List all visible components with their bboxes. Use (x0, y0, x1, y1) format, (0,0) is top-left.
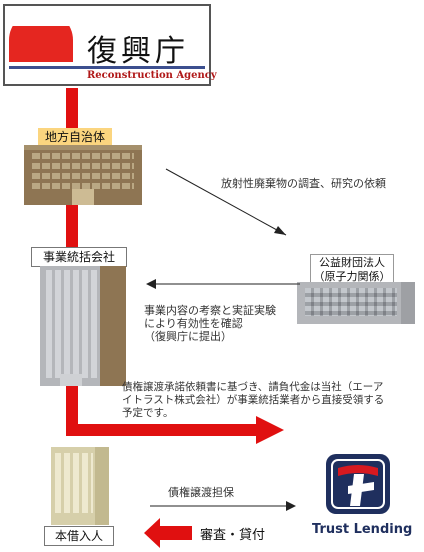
trust-lending-name: Trust Lending (312, 522, 413, 537)
survey-request-text: 放射性廃棄物の調査、研究の依頼 (221, 177, 386, 190)
local-gov-building (24, 145, 142, 205)
trust-lending-mark-icon (326, 454, 390, 514)
borrower-label: 本借入人 (44, 526, 114, 546)
loan-arrow (144, 518, 192, 548)
report-arrow (146, 279, 300, 289)
assignment-line3: 予定です。 (122, 407, 174, 419)
collateral-text: 債権譲渡担保 (168, 486, 234, 499)
agency-name-jp: 復興庁 (87, 34, 189, 69)
verification-line3: （復興庁に提出） (144, 330, 232, 343)
verification-line2: により有効性を確認 (144, 317, 243, 330)
logo-rule (9, 66, 205, 69)
foundation-label-line1: 公益財団法人 (319, 256, 385, 269)
verification-line1: 事業内容の考察と実証実験 (144, 304, 276, 317)
agency-name-en: Reconstruction Agency (87, 70, 217, 81)
flow-line-horizontal (66, 424, 262, 436)
main-contractor-building (40, 266, 126, 386)
sun-logo-icon (9, 26, 73, 62)
foundation-building (297, 282, 415, 324)
flow-arrow-head (256, 416, 284, 444)
assignment-line2: イトラスト株式会社）が事業統括業者から直接受領する (122, 394, 385, 406)
assignment-line1: 債権譲渡承諾依頼書に基づき、請負代金は当社（エーア (122, 381, 384, 393)
collateral-arrow (150, 501, 296, 511)
borrower-building (51, 447, 109, 525)
trust-lending-logo: Trust Lending (312, 452, 412, 544)
reconstruction-agency-logo: 復興庁 Reconstruction Agency (3, 4, 217, 86)
foundation-label: 公益財団法人 （原子力関係） (310, 254, 394, 286)
request-arrow (165, 168, 287, 236)
local-gov-label: 地方自治体 (38, 128, 112, 146)
foundation-label-line2: （原子力関係） (313, 270, 391, 283)
review-loan-text: 審査・貸付 (200, 528, 266, 543)
main-contractor-label: 事業統括会社 (31, 247, 127, 267)
